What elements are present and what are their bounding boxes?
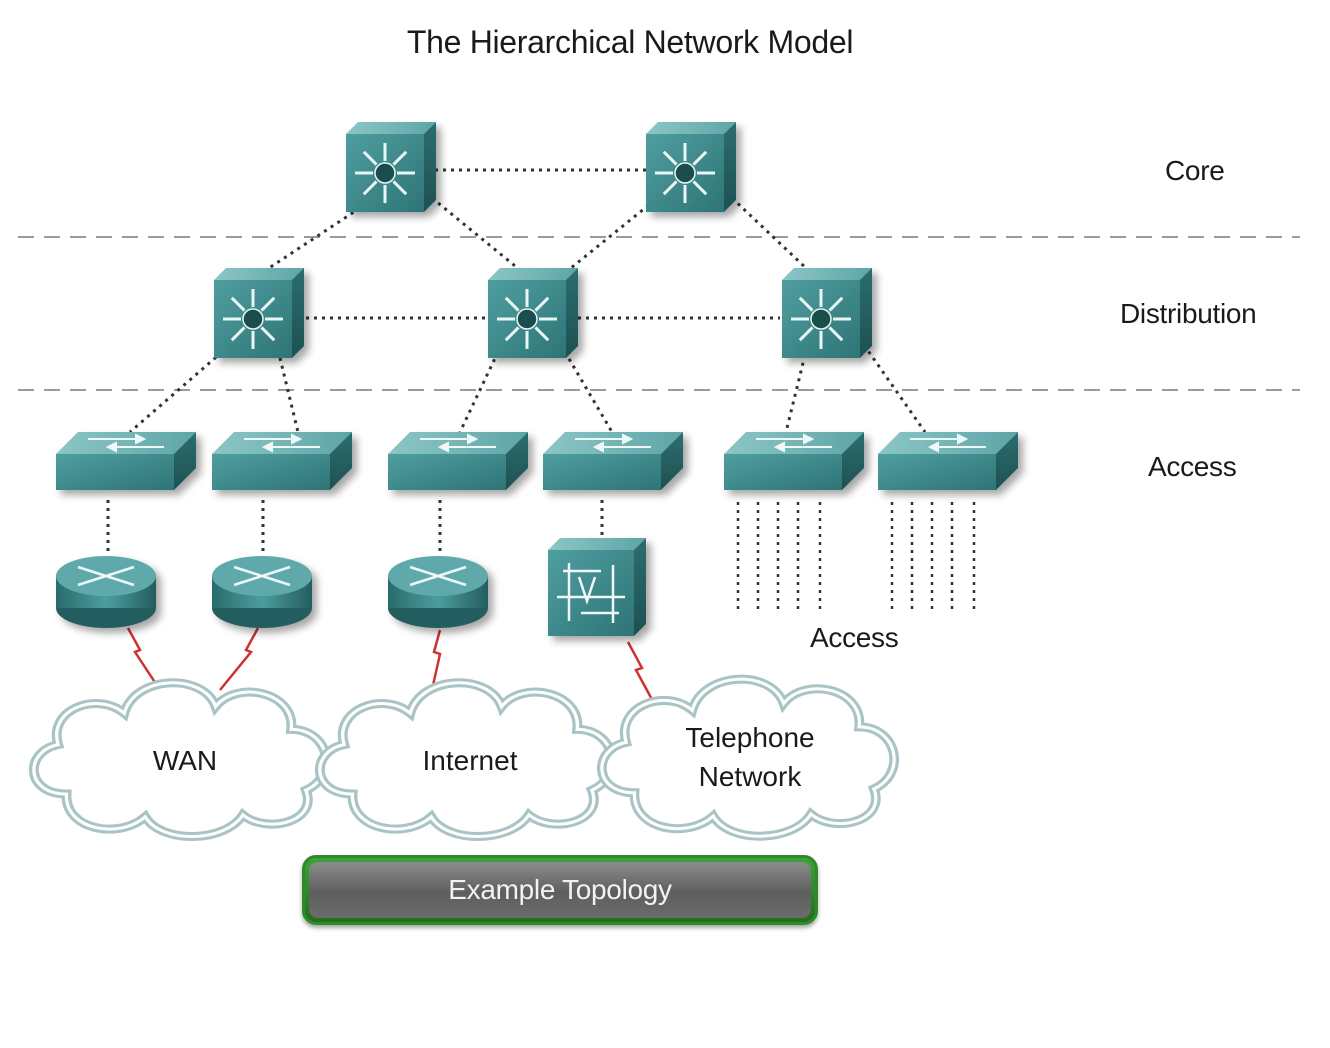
router-2 [212, 556, 312, 628]
workgroup-switch-icon [244, 433, 320, 453]
end-user-drops [736, 502, 976, 612]
multilayer-switch-icon [223, 289, 283, 349]
core-switch-1 [346, 122, 436, 212]
access-endpoints-label: Access [810, 622, 899, 653]
link-dist3-access6 [862, 344, 927, 433]
multilayer-switch-icon [355, 143, 415, 203]
access-switch-5 [724, 432, 864, 490]
access-switch-2 [212, 432, 352, 490]
link-dist2-access4 [563, 351, 614, 433]
multilayer-switch-icon [497, 289, 557, 349]
diagram-title: The Hierarchical Network Model [406, 24, 854, 60]
distribution-layer-label: Distribution [1120, 298, 1257, 329]
link-dist3-access5 [784, 354, 807, 433]
serial-link-voicegw-telephone [626, 641, 657, 706]
router-icon [409, 565, 467, 587]
serial-link-router1-wan [126, 627, 162, 691]
multilayer-switch-icon [791, 289, 851, 349]
access-switch-1 [56, 432, 196, 490]
workgroup-switch-icon [910, 433, 986, 453]
access-switch-4 [543, 432, 683, 490]
link-core1-dist2 [431, 196, 521, 272]
link-dist1-access1 [129, 350, 223, 434]
clouds [28, 674, 899, 842]
serial-link-router2-wan [219, 627, 260, 691]
access-switch-6 [878, 432, 1018, 490]
example-topology-button[interactable]: Example Topology [302, 855, 818, 925]
workgroup-switch-icon [575, 433, 651, 453]
distribution-switch-3 [782, 268, 872, 358]
access-layer [56, 432, 1018, 490]
example-topology-button-label: Example Topology [309, 862, 811, 918]
core-switch-2 [646, 122, 736, 212]
workgroup-switch-icon [420, 433, 496, 453]
access-layer-label: Access [1148, 451, 1237, 482]
edge-devices [56, 538, 646, 636]
link-core2-dist2 [565, 198, 656, 274]
router-3 [388, 556, 488, 628]
link-core1-dist1 [265, 206, 361, 272]
link-dist1-access2 [278, 357, 300, 433]
telephone-network-cloud-label: Telephone Network [685, 722, 815, 792]
telephone-network-cloud [597, 674, 899, 841]
internet-cloud-label: Internet [422, 745, 518, 776]
core-layer-label: Core [1165, 155, 1225, 186]
voice-gateway [548, 538, 646, 636]
workgroup-switch-icon [756, 433, 832, 453]
link-dist2-access3 [458, 351, 500, 433]
distribution-switch-1 [214, 268, 304, 358]
multilayer-switch-icon [655, 143, 715, 203]
distribution-switch-2 [488, 268, 578, 358]
distribution-layer [214, 268, 872, 358]
serial-link-router3-internet [430, 629, 442, 691]
serial-links [126, 627, 657, 706]
link-core2-dist3 [730, 196, 810, 272]
router-1 [56, 556, 156, 628]
voice-gateway-icon [557, 563, 625, 623]
wan-cloud [28, 678, 331, 842]
router-icon [233, 565, 291, 587]
network-links [106, 168, 927, 552]
workgroup-switch-icon [88, 433, 164, 453]
access-switch-3 [388, 432, 528, 490]
internet-cloud [314, 678, 617, 842]
wan-cloud-label: WAN [152, 745, 218, 776]
core-layer [346, 122, 736, 212]
router-icon [77, 565, 135, 587]
